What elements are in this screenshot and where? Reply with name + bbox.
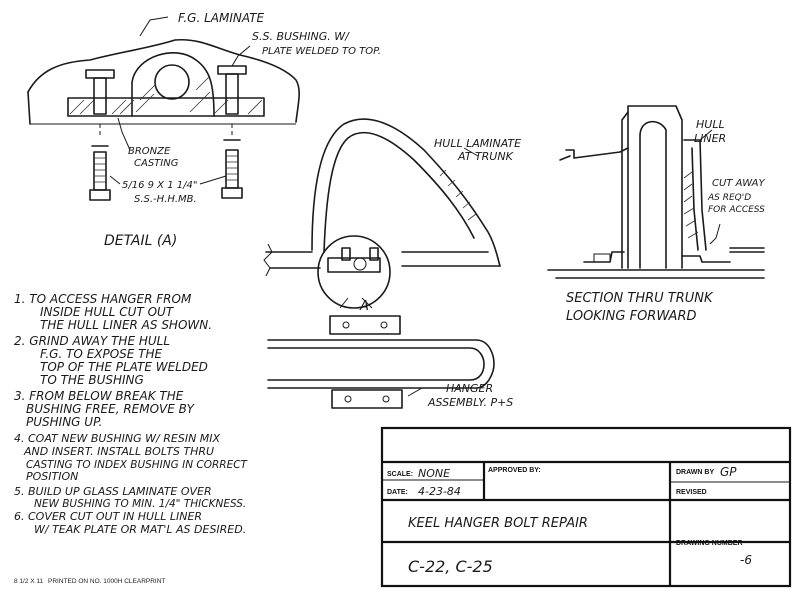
- section-title-line-2: LOOKING FORWARD: [566, 309, 696, 324]
- cutaway-label-line-2: AS REQ'D: [707, 193, 751, 203]
- note-line: 6. COVER CUT OUT IN HULL LINER: [14, 510, 202, 523]
- note-line: CASTING TO INDEX BUSHING IN CORRECT: [26, 459, 249, 471]
- hull-laminate-label-line-1: HULL LAMINATE: [434, 137, 521, 150]
- bushing-label-line-1: S.S. BUSHING. W/: [252, 30, 350, 43]
- approved-label: APPROVED BY:: [488, 467, 541, 474]
- section-drawing: [547, 105, 765, 279]
- note-line: 3. FROM BELOW BREAK THE: [14, 389, 184, 403]
- cutaway-label-line-3: FOR ACCESS: [708, 205, 765, 215]
- note-line: POSITION: [26, 470, 78, 483]
- casting-label-line-2: CASTING: [134, 158, 179, 169]
- cutaway-label-line-1: CUT AWAY: [712, 178, 765, 189]
- hull-liner-label-line-2: LINER: [694, 132, 726, 145]
- note-line: 4. COAT NEW BUSHING W/ RESIN MIX: [14, 432, 221, 445]
- drawing-number-label: DRAWING NUMBER: [676, 540, 743, 547]
- hull-liner-label-line-1: HULL: [696, 118, 725, 131]
- paper-size: 8 1/2 X 11: [14, 578, 44, 585]
- title-block: [380, 426, 792, 588]
- trunk-drawing: [263, 118, 501, 409]
- date-label: DATE:: [387, 489, 408, 496]
- drawn-by-value: GP: [720, 465, 737, 479]
- date-value: 4-23-84: [418, 485, 461, 498]
- note-line: W/ TEAK PLATE OR MAT'L AS DESIRED.: [34, 523, 246, 536]
- hanger-label-line-1: HANGER: [446, 382, 493, 395]
- note-line: BUSHING FREE, REMOVE BY: [26, 402, 196, 416]
- model-numbers: C-22, C-25: [408, 557, 493, 576]
- scale-label: SCALE:: [387, 471, 413, 478]
- note-line: 5. BUILD UP GLASS LAMINATE OVER: [14, 485, 212, 498]
- note-line: TOP OF THE PLATE WELDED: [40, 360, 208, 374]
- note-line: PUSHING UP.: [26, 415, 102, 429]
- printed-on-note: PRINTED ON NO. 1000H CLEARPRINT: [48, 578, 165, 585]
- note-line: F.G. TO EXPOSE THE: [40, 347, 163, 361]
- casting-label-line-1: BRONZE: [128, 146, 171, 157]
- detail-a-title: DETAIL (A): [104, 233, 177, 249]
- section-title-line-1: SECTION THRU TRUNK: [566, 291, 714, 306]
- bolt-label-line-2: S.S.-H.H.MB.: [134, 194, 197, 205]
- note-line: 1. TO ACCESS HANGER FROM: [14, 292, 192, 306]
- detail-a-drawing: [27, 16, 300, 201]
- note-line: NEW BUSHING TO MIN. 1/4" THICKNESS.: [34, 498, 246, 510]
- note-line: TO THE BUSHING: [40, 373, 144, 387]
- note-line: THE HULL LINER AS SHOWN.: [40, 318, 212, 332]
- drawing-number: -6: [740, 553, 752, 567]
- drawing-title: KEEL HANGER BOLT REPAIR: [408, 516, 588, 531]
- note-line: AND INSERT. INSTALL BOLTS THRU: [23, 445, 214, 458]
- bolt-label-line-1: 5/16 9 X 1 1/4": [122, 180, 197, 191]
- bushing-label-line-2: PLATE WELDED TO TOP.: [262, 46, 381, 57]
- note-line: 2. GRIND AWAY THE HULL: [14, 334, 170, 348]
- laminate-label: F.G. LAMINATE: [178, 11, 265, 25]
- hanger-label-line-2: ASSEMBLY. P+S: [427, 396, 513, 409]
- repair-notes: 1. TO ACCESS HANGER FROM INSIDE HULL CUT…: [14, 292, 249, 536]
- note-line: INSIDE HULL CUT OUT: [40, 305, 175, 319]
- revised-label: REVISED: [676, 489, 707, 496]
- scale-value: NONE: [418, 467, 450, 480]
- detail-a-marker: A: [359, 299, 369, 314]
- drawn-by-label: DRAWN BY: [676, 469, 714, 476]
- hull-laminate-label-line-2: AT TRUNK: [457, 150, 514, 163]
